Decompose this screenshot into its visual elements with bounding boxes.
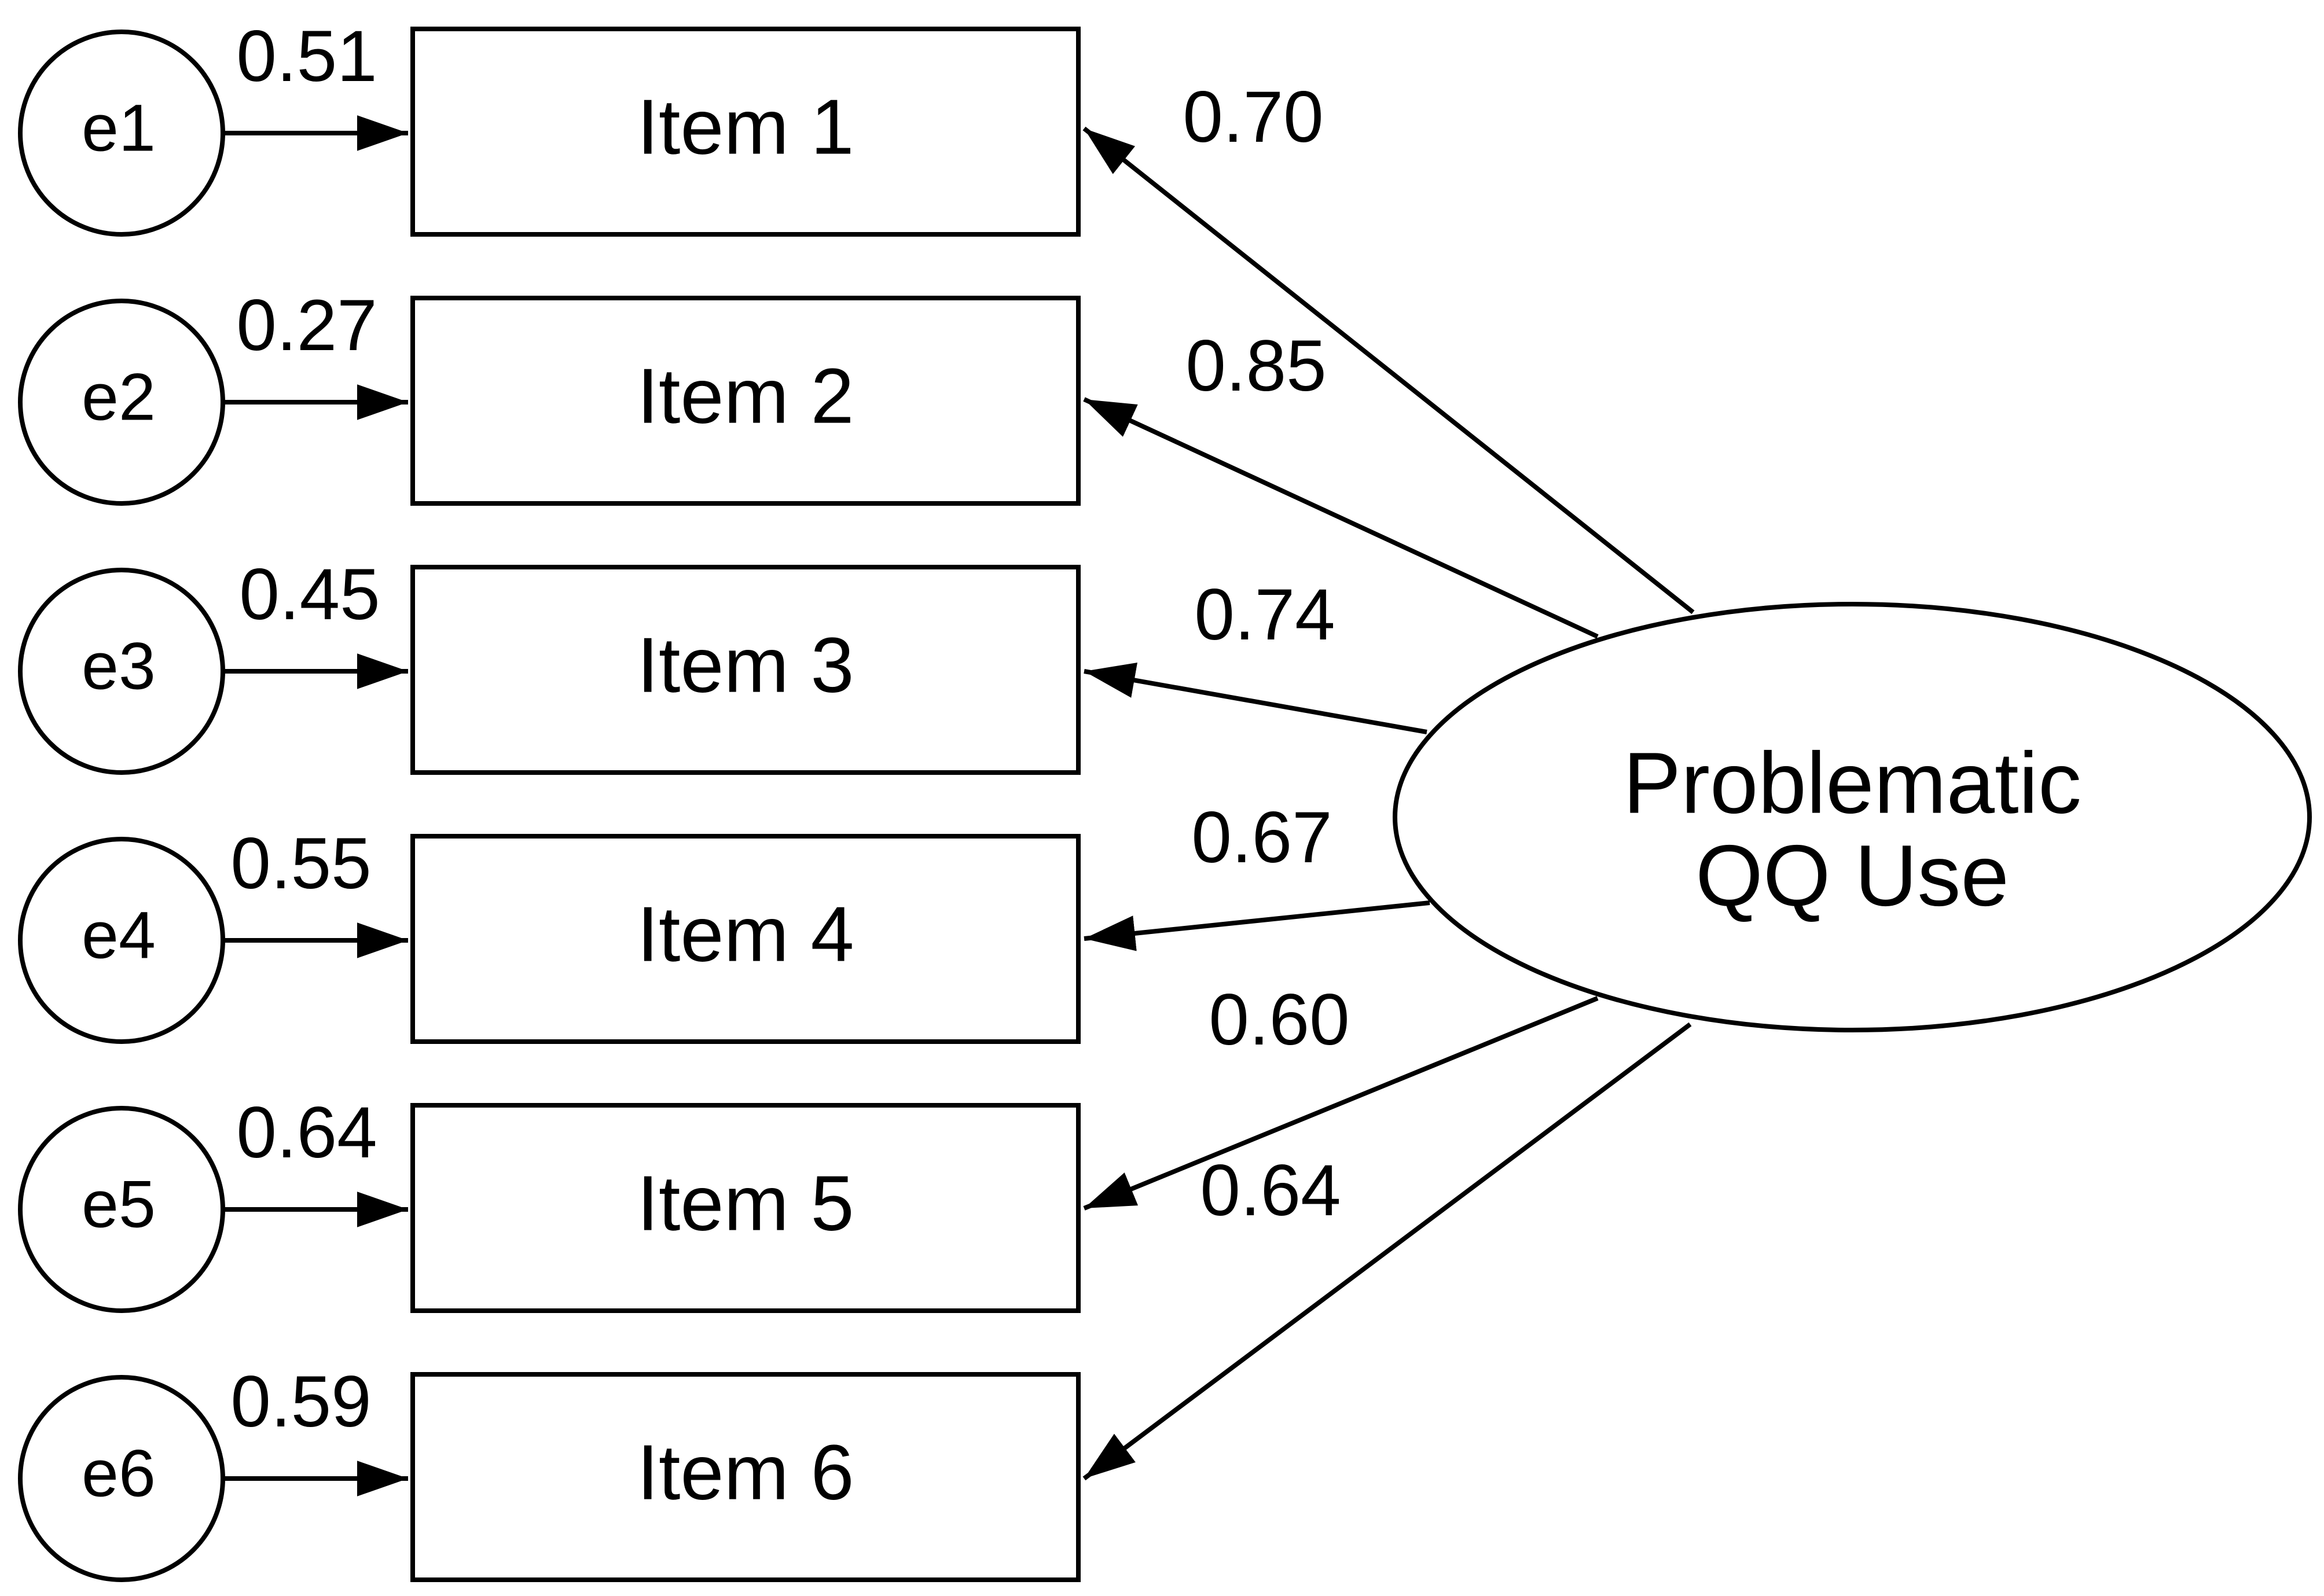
item-label-4: Item 4 [637, 891, 854, 978]
loading-value-item-1: 0.70 [1183, 77, 1323, 157]
item-box-6 [410, 1372, 1081, 1582]
error-value-e6: 0.59 [230, 1362, 371, 1442]
latent-label-line-2: QQ Use [1695, 827, 2009, 924]
loading-value-item-5: 0.60 [1209, 980, 1349, 1060]
error-value-e1: 0.51 [236, 16, 377, 97]
indicator-row-1: e1 0.51 Item 1 0.70 [18, 16, 1695, 615]
indicator-row-3: e3 0.45 Item 3 0.74 [18, 554, 1427, 775]
indicator-row-4: e4 0.55 Item 4 0.67 [18, 797, 1430, 1044]
error-label-e4: e4 [82, 898, 156, 972]
loading-arrow-item-5 [1083, 996, 1599, 1211]
error-label-e6: e6 [82, 1436, 156, 1510]
item-box-2 [410, 296, 1081, 506]
item-box-1 [410, 27, 1081, 237]
error-label-e3: e3 [82, 629, 156, 703]
item-box-3 [410, 565, 1081, 775]
indicator-row-2: e2 0.27 Item 2 0.85 [18, 285, 1599, 639]
loading-arrow-item-4 [1084, 900, 1430, 951]
item-box-5 [410, 1103, 1081, 1313]
loading-arrow-item-2 [1083, 397, 1599, 639]
item-label-6: Item 6 [637, 1429, 854, 1516]
item-label-1: Item 1 [637, 83, 854, 171]
error-value-e4: 0.55 [230, 823, 371, 904]
error-label-e5: e5 [82, 1167, 156, 1241]
item-box-4 [410, 834, 1081, 1044]
loading-value-item-6: 0.64 [1200, 1150, 1341, 1231]
loading-value-item-3: 0.74 [1194, 575, 1335, 655]
error-label-e1: e1 [82, 91, 156, 165]
error-label-e2: e2 [82, 360, 156, 434]
error-value-e2: 0.27 [236, 285, 377, 366]
loading-value-item-4: 0.67 [1191, 797, 1332, 878]
loading-arrow-item-1 [1082, 126, 1695, 615]
loading-arrow-item-3 [1084, 663, 1427, 734]
indicator-row-5: e5 0.64 Item 5 0.60 [18, 980, 1599, 1313]
loading-value-item-2: 0.85 [1185, 326, 1326, 406]
error-value-e5: 0.64 [236, 1093, 377, 1173]
latent-label-line-1: Problematic [1623, 734, 2081, 832]
item-label-3: Item 3 [637, 622, 854, 709]
item-label-2: Item 2 [637, 352, 854, 440]
indicator-row-6: e6 0.59 Item 6 0.64 [18, 1022, 1692, 1582]
error-value-e3: 0.45 [239, 554, 380, 635]
item-label-5: Item 5 [637, 1160, 854, 1247]
latent-ellipse [1393, 602, 2312, 1032]
latent-variable-problematic-qq-use: Problematic QQ Use [1393, 602, 2312, 1032]
loading-arrow-item-6 [1082, 1022, 1692, 1481]
